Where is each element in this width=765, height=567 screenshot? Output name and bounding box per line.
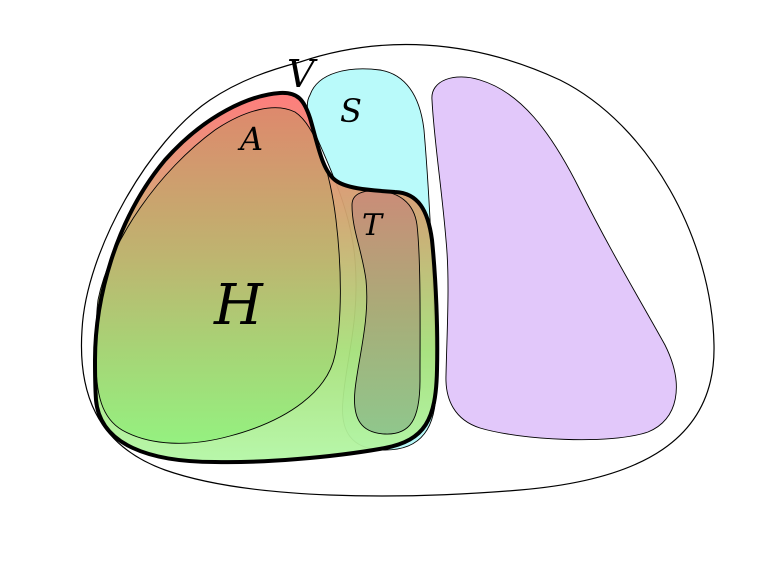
- violet-region: [431, 76, 677, 441]
- label-a: A: [237, 120, 263, 158]
- label-s: S: [340, 92, 362, 130]
- label-t: T: [362, 208, 384, 243]
- region-t: [351, 190, 421, 435]
- label-h: H: [213, 273, 264, 338]
- emphasis-boundary: [92, 90, 440, 465]
- label-v: V: [287, 52, 318, 96]
- region-a: [95, 107, 341, 444]
